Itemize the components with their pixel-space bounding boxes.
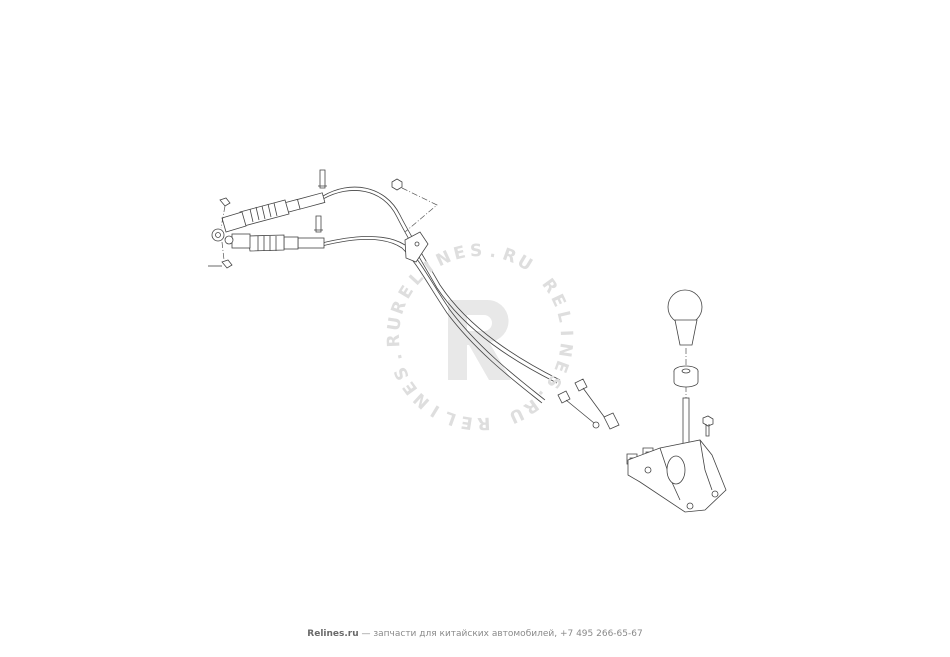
nut [391,178,403,191]
watermark-ring-letter: R [500,245,519,268]
watermark-ring-letter: I [556,330,576,337]
cable-grommet [404,231,429,263]
cable-end-socket [603,412,620,430]
watermark-ring-letter: L [406,268,428,290]
watermark-ring-letter: S [470,241,483,262]
watermark-ring-letter: R [384,334,405,348]
retaining-clip [318,169,327,189]
watermark-ring-letter: S [542,371,565,392]
watermark-ring-letter: . [534,386,553,404]
watermark-letter-r-logo [448,299,511,380]
shift-lever-rod [682,397,690,449]
gear-shifter [626,289,727,513]
bolt [702,415,714,437]
footer-text: — запчасти для китайских автомобилей, +7… [358,629,643,639]
watermark-ring-letter: L [553,309,575,324]
watermark-ring-letter: R [388,298,411,317]
watermark-ring-letter: E [546,291,569,310]
watermark-ring-letter: . [386,352,407,363]
footer-brand-link[interactable]: Relines.ru [307,629,359,639]
shift-cable-assembly [208,169,620,430]
watermark-ring-letter: E [452,242,468,264]
watermark-ring-letter: S [390,364,413,384]
shift-knob [667,289,703,325]
watermark-ring-letter: E [460,411,475,433]
upper-cable-end [221,192,326,233]
watermark-ring-letter: U [384,316,406,333]
watermark-ring-letter: U [514,251,536,275]
retaining-clip [314,215,323,233]
watermark-ring-letter: L [442,406,459,429]
watermark-ring-letter: N [433,247,454,271]
footer: Relines.ru — запчасти для китайских авто… [0,629,950,639]
watermark-ring-letter: R [477,413,491,434]
clip [221,259,233,269]
watermark-ring-letter: E [549,358,572,376]
clip [219,197,231,207]
watermark-ring-letter: . [488,242,497,263]
cable-adjuster [574,378,588,392]
watermark-ring-letter: N [554,342,576,359]
lower-cable-end [231,233,325,252]
